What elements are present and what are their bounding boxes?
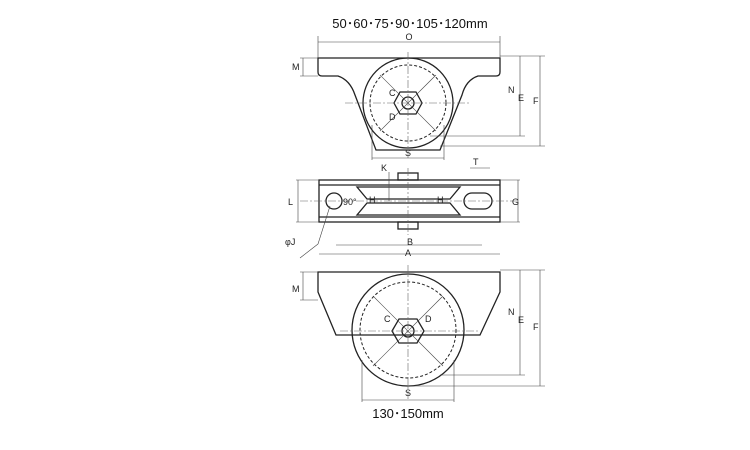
label-B: B [407,237,413,247]
label-L: L [288,197,293,207]
label-S-large: S [405,388,411,398]
label-K: K [381,163,387,173]
label-N-large: N [508,307,515,317]
label-N: N [508,85,515,95]
label-D-large: D [425,314,432,324]
top-caption: 50･60･75･90･105･120mm [332,16,487,31]
bottom-caption: 130･150mm [372,406,444,421]
label-H-left: H [369,195,376,205]
label-angle: 90° [343,197,357,207]
label-F: F [533,96,539,106]
label-S: S [405,148,411,158]
label-D: D [389,112,396,122]
front-view-large: M N E F C D S [292,265,545,402]
label-J: φJ [285,237,295,247]
plan-view: L G B A T K φJ 90° H H [285,157,520,259]
label-A: A [405,248,411,258]
label-M-large: M [292,284,300,294]
label-F-large: F [533,322,539,332]
label-C-large: C [384,314,391,324]
front-view-small: O M N E F C D S [292,32,545,160]
label-M: M [292,62,300,72]
label-G: G [512,197,519,207]
label-C: C [389,88,396,98]
label-H-right: H [437,195,444,205]
label-T: T [473,157,479,167]
label-E: E [518,93,524,103]
label-E-large: E [518,315,524,325]
label-O: O [405,32,412,42]
